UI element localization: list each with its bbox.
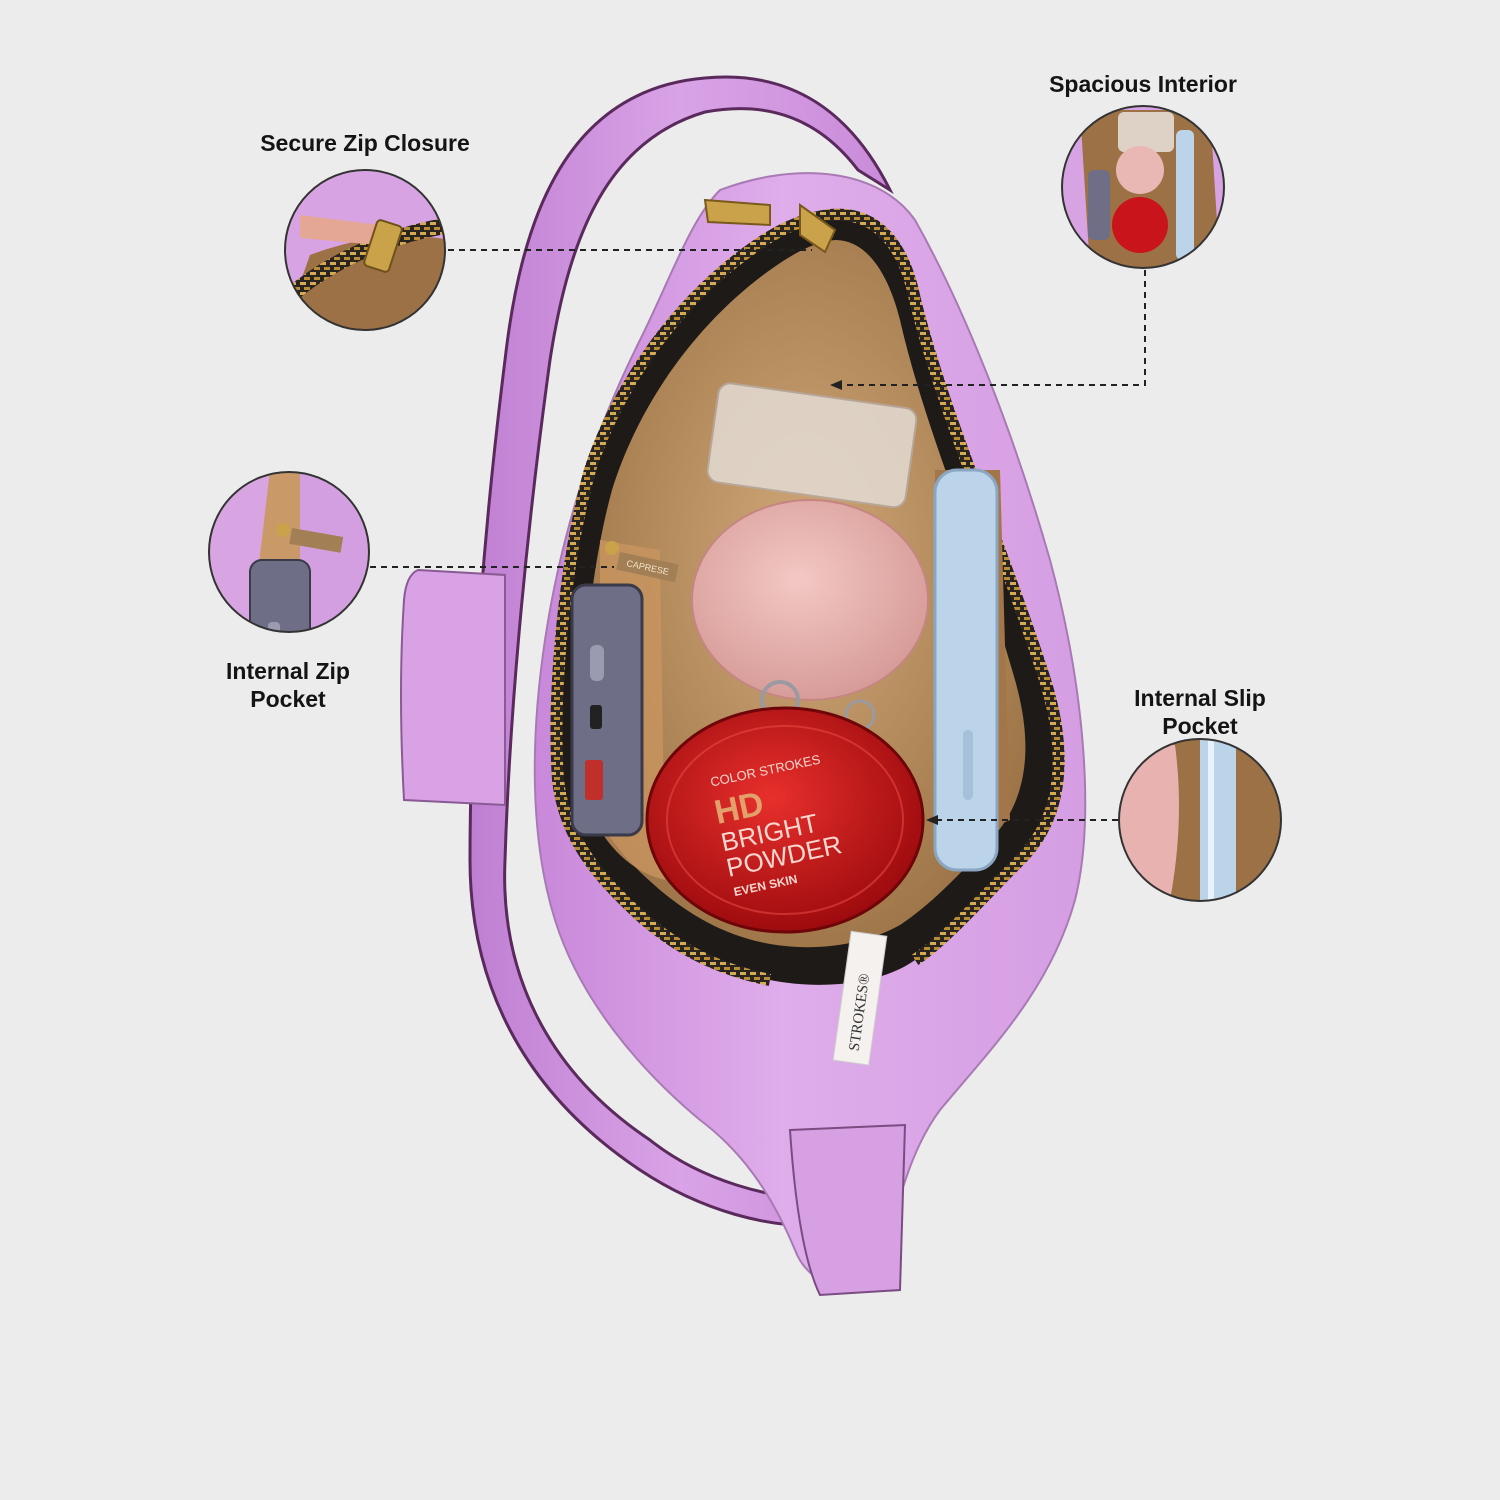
label-internal-slip-pocket: Internal Slip Pocket <box>1090 684 1310 740</box>
label-internal-zip-pocket-line1: Internal Zip <box>226 658 350 684</box>
label-internal-slip-pocket-line2: Pocket <box>1162 713 1238 739</box>
callout-lines <box>370 249 1146 821</box>
zip-pocket-detail <box>208 471 370 633</box>
label-internal-zip-pocket: Internal Zip Pocket <box>178 657 398 713</box>
bottom-tab <box>788 1123 907 1297</box>
label-internal-zip-pocket-line2: Pocket <box>250 686 326 712</box>
label-spacious-interior-text: Spacious Interior <box>1049 71 1237 97</box>
power-bank <box>570 583 644 837</box>
label-secure-zip-closure-text: Secure Zip Closure <box>260 130 470 156</box>
label-secure-zip-closure: Secure Zip Closure <box>200 129 530 157</box>
slip-pocket-detail <box>1118 738 1282 902</box>
label-internal-slip-pocket-line1: Internal Slip <box>1134 685 1266 711</box>
hang-tag: STROKES® <box>832 930 888 1066</box>
label-spacious-interior: Spacious Interior <box>990 70 1296 98</box>
strap-keeper <box>400 568 506 807</box>
zipper-detail <box>284 169 446 331</box>
clear-tube <box>706 382 918 509</box>
phone <box>933 468 999 872</box>
red-compact <box>645 706 925 934</box>
interior-detail <box>1061 105 1225 269</box>
pink-compact <box>691 499 929 701</box>
